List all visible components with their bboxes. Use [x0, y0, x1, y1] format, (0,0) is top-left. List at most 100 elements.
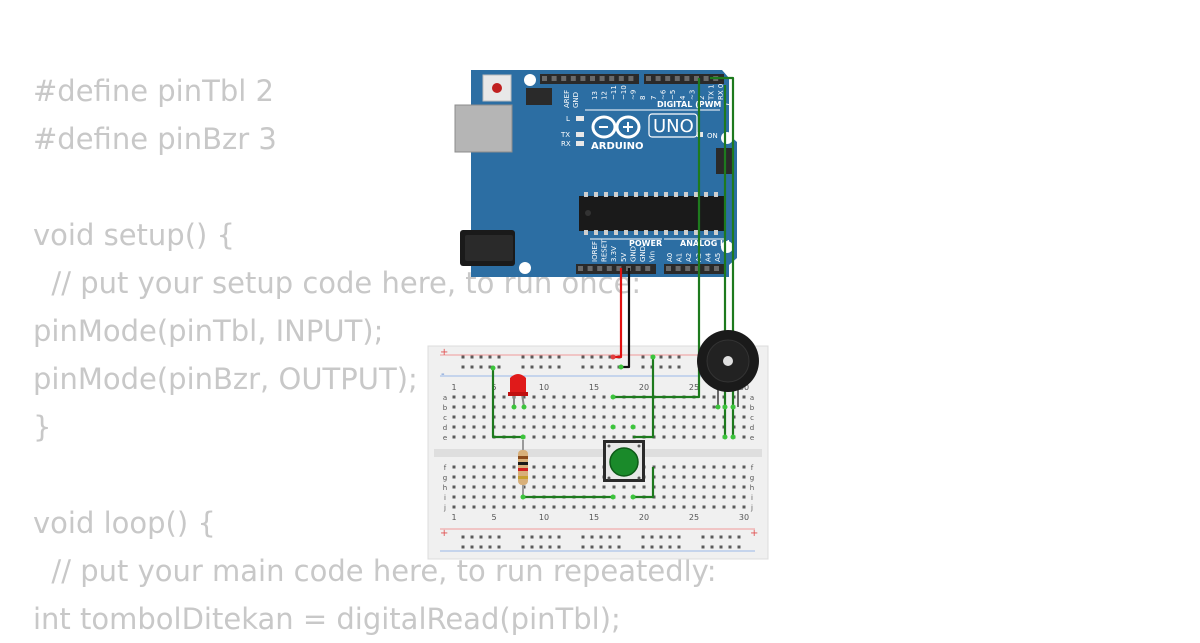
breadboard-row-label: f [444, 464, 447, 472]
atmega-chip [579, 192, 725, 235]
analog-pin-label: A1 [676, 253, 684, 262]
analog-label: ANALOG IN [680, 239, 730, 248]
digital-pin-label: ~3 [688, 90, 696, 100]
analog-pin-label: A0 [666, 253, 674, 262]
breadboard-column-label: 10 [539, 383, 549, 392]
usb-port [454, 104, 513, 153]
digital-pin-label: 12 [601, 91, 609, 100]
breadboard-row-label: a [443, 394, 447, 402]
code-editor[interactable]: #define pinTbl 2 #define pinBzr 3 void set… [33, 67, 717, 643]
piezo-buzzer[interactable] [697, 330, 759, 407]
analog-pin-label: A5 [714, 253, 722, 262]
breadboard-row-label: i [444, 494, 446, 502]
gnd-label: GND [572, 92, 580, 108]
digital-label: DIGITAL (PWM ~) [657, 100, 735, 109]
analog-pin-label: A2 [685, 253, 693, 262]
breadboard-row-label: h [750, 484, 754, 492]
wire-pin3-green[interactable] [613, 78, 701, 399]
breadboard-row-label: j [750, 504, 753, 512]
analog-pin-label: A4 [704, 252, 712, 262]
breadboard-row-label: f [751, 464, 754, 472]
breadboard-row-label: c [750, 414, 754, 422]
on-label: ON [707, 132, 718, 140]
digital-pin-label: RX 0 [717, 84, 725, 100]
breadboard-row-label: e [443, 434, 447, 442]
breadboard-row-label: b [443, 404, 448, 412]
power-pin-label: 3.3V [610, 246, 618, 262]
digital-pin-label: 8 [639, 96, 647, 100]
wire-button-gnd[interactable] [633, 467, 655, 499]
code-line[interactable]: } [33, 410, 52, 444]
code-line[interactable]: void loop() { [33, 506, 216, 540]
breadboard-column-label: 30 [739, 513, 749, 522]
digital-pin-label: ~9 [629, 90, 637, 100]
breadboard-column-label: 1 [451, 383, 456, 392]
rail-plus-bottom: + [440, 528, 448, 539]
digital-pin-label: ~11 [610, 85, 618, 100]
arduino-infinity-logo [591, 115, 641, 139]
connection-points [490, 354, 736, 500]
breadboard-column-label: 20 [639, 383, 649, 392]
breadboard-column-label: 15 [589, 513, 599, 522]
digital-pin-label: 4 [679, 95, 687, 100]
rail-minus-top: - [441, 369, 445, 380]
digital-pin-label: ~6 [660, 89, 668, 100]
uno-label: UNO [653, 116, 694, 137]
push-button[interactable] [603, 440, 645, 482]
digital-header-holes [542, 76, 719, 81]
power-pin-label: 5V [620, 253, 628, 262]
breadboard-row-label: h [443, 484, 447, 492]
led-tx-label: TX [560, 131, 570, 139]
led-l [576, 116, 584, 121]
wire-pin2-green[interactable] [710, 76, 735, 437]
breadboard-row-label: d [750, 424, 754, 432]
breadboard-column-label: 25 [689, 513, 699, 522]
code-line[interactable]: #define pinBzr 3 [33, 122, 277, 156]
led-rx [576, 141, 584, 146]
digital-pin-label: 2 [698, 96, 706, 100]
rail-plus-bottom-right: + [750, 528, 758, 539]
digital-header-2[interactable] [644, 74, 724, 84]
breadboard-row-label: g [443, 474, 447, 482]
power-pin-label: GND [639, 246, 647, 262]
breadboard-row-label: j [443, 504, 446, 512]
wire-5v-red[interactable] [613, 268, 623, 359]
breadboard-column-label: 5 [491, 513, 496, 522]
breadboard-row-label: d [443, 424, 447, 432]
digital-pin-label: ~10 [620, 85, 628, 100]
breadboard-row-label: a [750, 394, 754, 402]
breadboard-row-label: c [443, 414, 447, 422]
digital-pin-label: 7 [650, 96, 658, 100]
power-pin-label: Vin [649, 251, 657, 262]
digital-header[interactable] [540, 74, 639, 84]
aref-label: AREF [563, 90, 571, 108]
breadboard-column-label: 25 [689, 383, 699, 392]
digital-pin-label: TX 1 [708, 84, 716, 101]
code-line[interactable]: // put your main code here, to run repea… [33, 554, 717, 588]
breadboard-row-label: g [750, 474, 754, 482]
power-header-holes [578, 266, 719, 271]
code-line[interactable]: pinMode(pinTbl, INPUT); [33, 314, 384, 348]
resistor[interactable] [518, 440, 528, 495]
power-header[interactable] [576, 264, 656, 274]
power-pin-label: GND [629, 246, 637, 262]
code-line[interactable]: #define pinTbl 2 [33, 74, 274, 108]
breadboard-column-label: 15 [589, 383, 599, 392]
wire-gnd-black[interactable] [621, 268, 631, 369]
power-pin-label: RESET [601, 239, 609, 262]
wire-button-pin2[interactable] [633, 357, 655, 439]
digital-pin-label: 13 [591, 91, 599, 100]
wire-led-resistor[interactable] [491, 368, 523, 439]
code-line[interactable]: pinMode(pinBzr, OUTPUT); [33, 362, 418, 396]
led-tx [576, 132, 584, 137]
power-label: POWER [629, 239, 662, 248]
arduino-brand: ARDUINO [591, 141, 643, 152]
led-l-label: L [566, 115, 570, 123]
power-pin-label: IOREF [591, 241, 599, 262]
code-line[interactable]: void setup() { [33, 218, 235, 252]
